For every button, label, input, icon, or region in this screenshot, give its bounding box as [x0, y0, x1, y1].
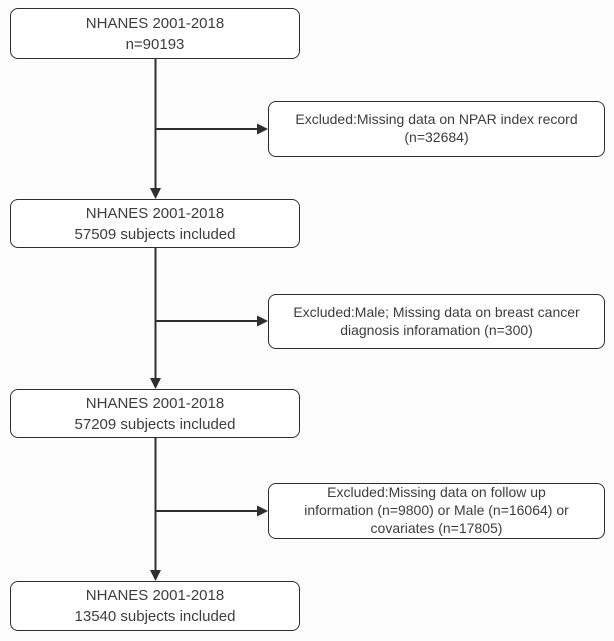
- exclusion-box-2: Excluded:Male; Missing data on breast ca…: [268, 294, 605, 349]
- exclusion-box-3: Excluded:Missing data on follow up infor…: [268, 483, 605, 539]
- cohort-box-title: NHANES 2001-2018: [85, 14, 225, 32]
- cohort-box-final: NHANES 2001-2018 13540 subjects included: [10, 581, 300, 631]
- branch-arrow-1-head: [257, 123, 268, 135]
- branch-arrow-3-head: [257, 505, 268, 517]
- exclusion-text-line: Excluded:Missing data on follow up: [327, 484, 546, 501]
- cohort-box-step3: NHANES 2001-2018 57209 subjects included: [10, 389, 300, 438]
- cohort-box-initial: NHANES 2001-2018 n=90193: [10, 8, 300, 59]
- cohort-box-step2: NHANES 2001-2018 57509 subjects included: [10, 199, 300, 248]
- exclusion-text-line: Excluded:Male; Missing data on breast ca…: [293, 303, 580, 320]
- branch-arrow-2-head: [257, 315, 268, 327]
- cohort-box-title: NHANES 2001-2018: [85, 587, 225, 604]
- flow-arrow-2-head: [150, 378, 161, 389]
- cohort-box-count: n=90193: [125, 35, 185, 53]
- flow-arrow-1-head: [150, 188, 161, 199]
- cohort-box-count: 57509 subjects included: [74, 225, 236, 243]
- cohort-box-count: 13540 subjects included: [74, 608, 236, 625]
- exclusion-text-line: Excluded:Missing data on NPAR index reco…: [295, 111, 578, 128]
- exclusion-text-line: diagnosis inforamation (n=300): [340, 321, 533, 338]
- cohort-box-title: NHANES 2001-2018: [85, 394, 225, 412]
- cohort-box-count: 57209 subjects included: [74, 415, 236, 433]
- exclusion-text-line: covariates (n=17805): [370, 519, 503, 536]
- exclusion-box-1: Excluded:Missing data on NPAR index reco…: [268, 101, 605, 157]
- cohort-box-title: NHANES 2001-2018: [85, 204, 225, 222]
- exclusion-text-line: (n=32684): [404, 129, 469, 145]
- flow-arrow-3-head: [150, 570, 161, 581]
- exclusion-text-line: information (n=9800) or Male (n=16064) o…: [304, 502, 569, 519]
